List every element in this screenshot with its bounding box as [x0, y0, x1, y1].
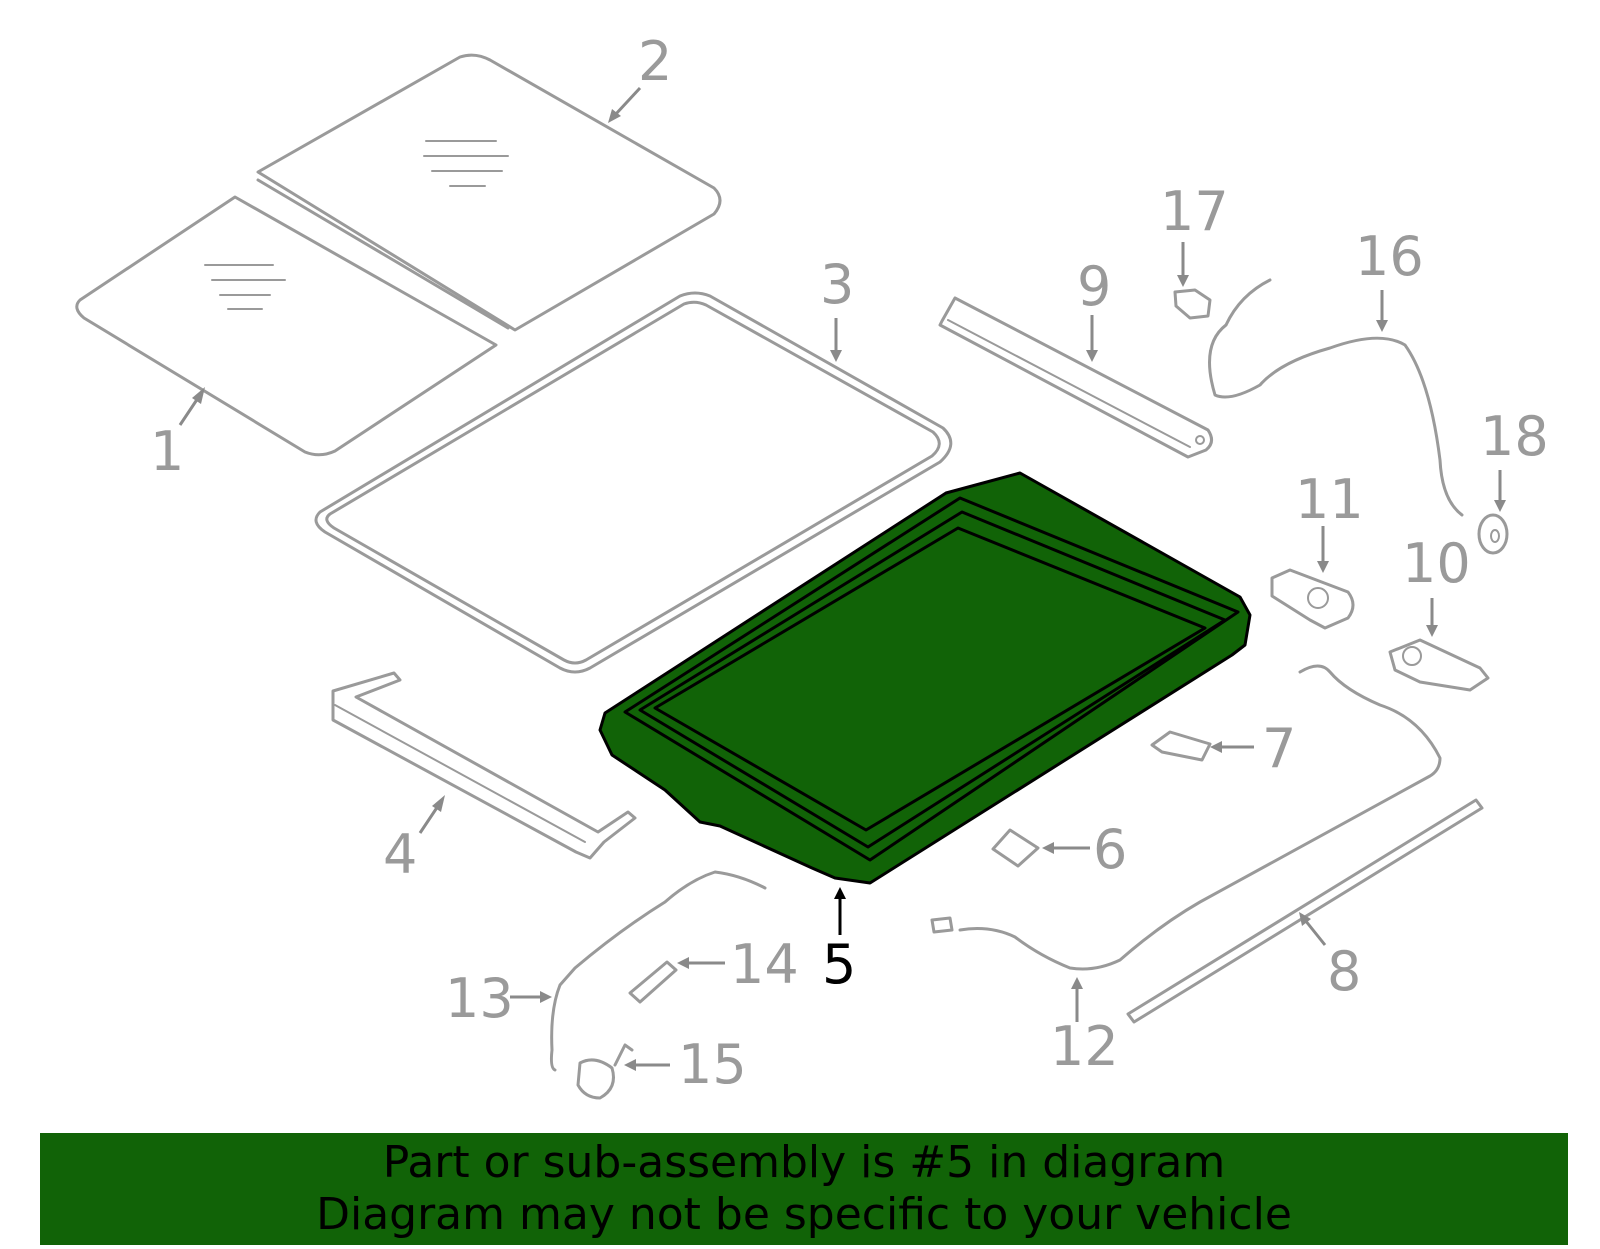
banner-line-1: Part or sub-assembly is #5 in diagram — [382, 1137, 1226, 1188]
part-16-drain-hose[interactable] — [1208, 278, 1464, 517]
callout-8: 8 — [1327, 940, 1361, 1003]
callout-5: 5 — [822, 933, 856, 996]
part-11-motor[interactable] — [1270, 568, 1355, 630]
leader-arrows — [178, 86, 1506, 1071]
part-17-clip[interactable] — [1173, 288, 1212, 320]
part-5-frame-assembly-highlighted[interactable] — [598, 471, 1252, 885]
callout-14: 14 — [730, 933, 799, 996]
part-7-bracket[interactable] — [1150, 730, 1212, 762]
part-4-deflector[interactable] — [331, 671, 637, 860]
part-8-rail-trim[interactable] — [1126, 798, 1484, 1024]
part-9-rear-bar[interactable] — [938, 296, 1213, 459]
part-3-seal[interactable] — [314, 291, 953, 674]
part-15-connector[interactable] — [576, 1043, 634, 1100]
callout-18: 18 — [1480, 405, 1549, 468]
callout-13: 13 — [445, 967, 514, 1030]
callout-10: 10 — [1402, 532, 1471, 595]
banner-line-2: Diagram may not be specific to your vehi… — [316, 1189, 1292, 1240]
part-12-harness[interactable] — [930, 664, 1442, 971]
callout-9: 9 — [1077, 255, 1111, 318]
callout-2: 2 — [638, 30, 672, 93]
callout-15: 15 — [678, 1033, 747, 1096]
part-14-connector[interactable] — [628, 960, 678, 1004]
part-6-bracket[interactable] — [991, 828, 1040, 868]
callout-7: 7 — [1262, 717, 1296, 780]
callout-6: 6 — [1093, 818, 1127, 881]
callout-3: 3 — [820, 253, 854, 316]
callout-17: 17 — [1160, 180, 1229, 243]
callout-1: 1 — [150, 420, 184, 483]
callout-4: 4 — [383, 823, 417, 886]
info-banner: Part or sub-assembly is #5 in diagram Di… — [40, 1133, 1568, 1245]
callout-16: 16 — [1355, 225, 1424, 288]
part-10-motor[interactable] — [1388, 638, 1490, 692]
part-13-cable[interactable] — [549, 870, 767, 1072]
part-18-grommet[interactable] — [1477, 513, 1509, 555]
part-1-front-glass[interactable] — [75, 195, 498, 457]
part-2-rear-glass[interactable] — [256, 53, 722, 332]
callout-11: 11 — [1295, 468, 1364, 531]
callout-12: 12 — [1050, 1015, 1119, 1078]
